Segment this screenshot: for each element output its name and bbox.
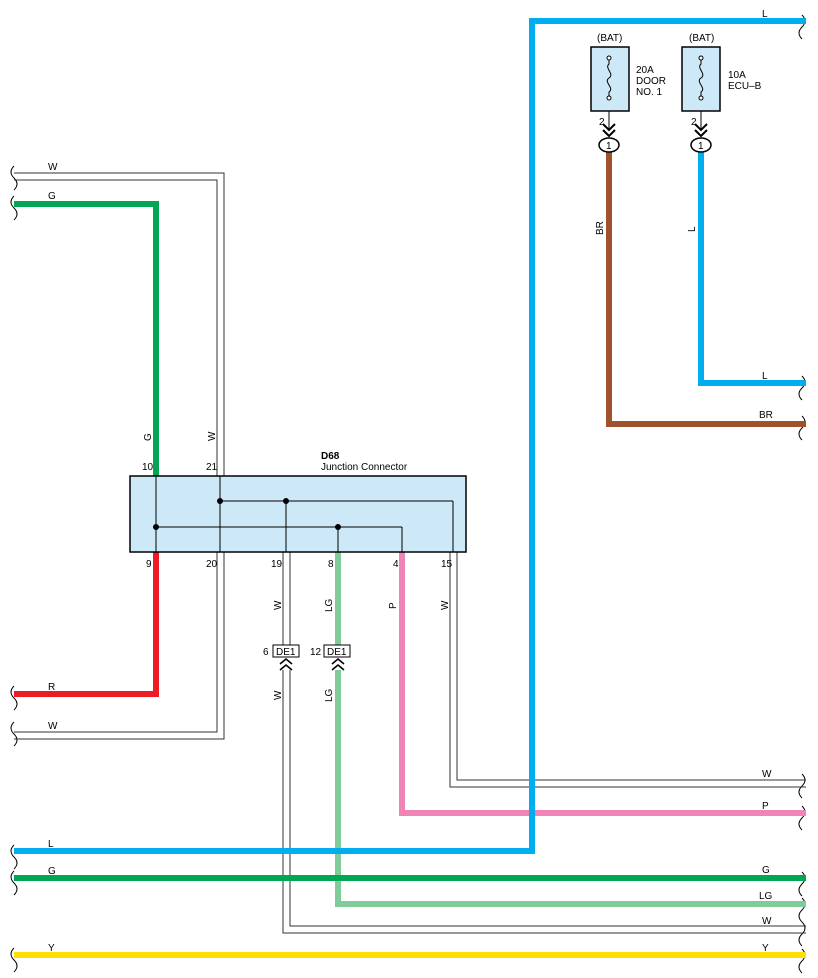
wire-label: BR [759,410,773,421]
junction-id: D68 [321,451,340,462]
chevron-down-icon [694,123,708,138]
fuse-20a-door-no1: (BAT) 20A DOOR NO. 1 2 1 [590,33,666,153]
wire-label: BR [595,221,606,235]
wire-label: W [273,690,284,700]
wire-labels: W G R W L G Y G W W W LG LG P W BR L L L… [48,9,773,954]
chevron-up-icon [331,658,345,671]
fuse-source: (BAT) [597,33,622,44]
red-wire [14,552,159,697]
left-wire-breaks [10,165,18,973]
fuse-element-icon [606,58,612,98]
pin-9: 9 [146,559,152,570]
junction-name: Junction Connector [321,462,408,473]
wire-label: P [388,602,399,609]
fuse-10a-ecu-b: (BAT) 10A ECU–B 2 1 [681,33,762,153]
inline-connector-id: DE1 [327,647,347,658]
inline-connector-de1-6: DE1 6 [263,644,300,671]
wire-label: W [48,721,58,732]
chevron-up-icon [279,658,293,671]
wire-label: G [143,433,154,441]
inline-connector-id: DE1 [276,647,296,658]
pin-15: 15 [441,559,453,570]
fuse-connector-pin: 1 [698,141,704,152]
wire-label: G [762,865,770,876]
pin-4: 4 [393,559,399,570]
wire-label: L [687,226,698,232]
pin-10: 10 [142,462,154,473]
fuse-element-icon [698,58,704,98]
chevron-down-icon [602,123,616,138]
inline-connector-de1-12: DE1 12 [310,644,351,671]
fuse-pin: 2 [599,117,605,128]
wire-label: W [273,600,284,610]
wire-label: L [48,839,54,850]
fuse-source: (BAT) [689,33,714,44]
fuse-connector-pin: 1 [606,141,612,152]
brown-wire [606,152,806,427]
wire-label: LG [759,891,773,902]
fuse-pin: 2 [691,117,697,128]
fuse-name-line1: ECU–B [728,81,762,92]
wire-label: P [762,801,769,812]
pin-19: 19 [271,559,283,570]
fuse-rating: 10A [728,70,746,81]
junction-connector-d68: D68 Junction Connector 10 21 9 20 19 8 4… [129,451,467,570]
fuse-name-line1: DOOR [636,76,666,87]
pin-20: 20 [206,559,218,570]
wire-label: G [48,866,56,877]
wire-label: Y [762,943,769,954]
wire-label: L [762,9,768,20]
pin-8: 8 [328,559,334,570]
right-wire-breaks [798,14,806,974]
wire-label: Y [48,943,55,954]
wire-label: W [48,162,58,173]
pin-21: 21 [206,462,218,473]
wire-label: G [48,191,56,202]
junction-splice-dots [153,498,341,530]
blue-wire-main [14,18,806,854]
junction-internal-traces [155,476,454,552]
white-wires [14,172,806,934]
wire-label: W [762,769,772,780]
wire-label: W [207,431,218,441]
blue-wire-fuse [698,152,806,386]
wire-label: LG [324,598,335,612]
pink-wire [399,552,806,816]
inline-connector-pin: 6 [263,647,269,658]
wire-label: L [762,371,768,382]
fuse-rating: 20A [636,65,654,76]
wire-label: R [48,682,55,693]
wire-label: W [762,916,772,927]
inline-connector-pin: 12 [310,647,322,658]
fuse-name-line2: NO. 1 [636,87,663,98]
green-wire-top [14,201,159,476]
wire-label: LG [324,688,335,702]
wire-label: W [440,600,451,610]
colored-wires [14,18,806,958]
light-green-wire-lower [335,670,806,907]
